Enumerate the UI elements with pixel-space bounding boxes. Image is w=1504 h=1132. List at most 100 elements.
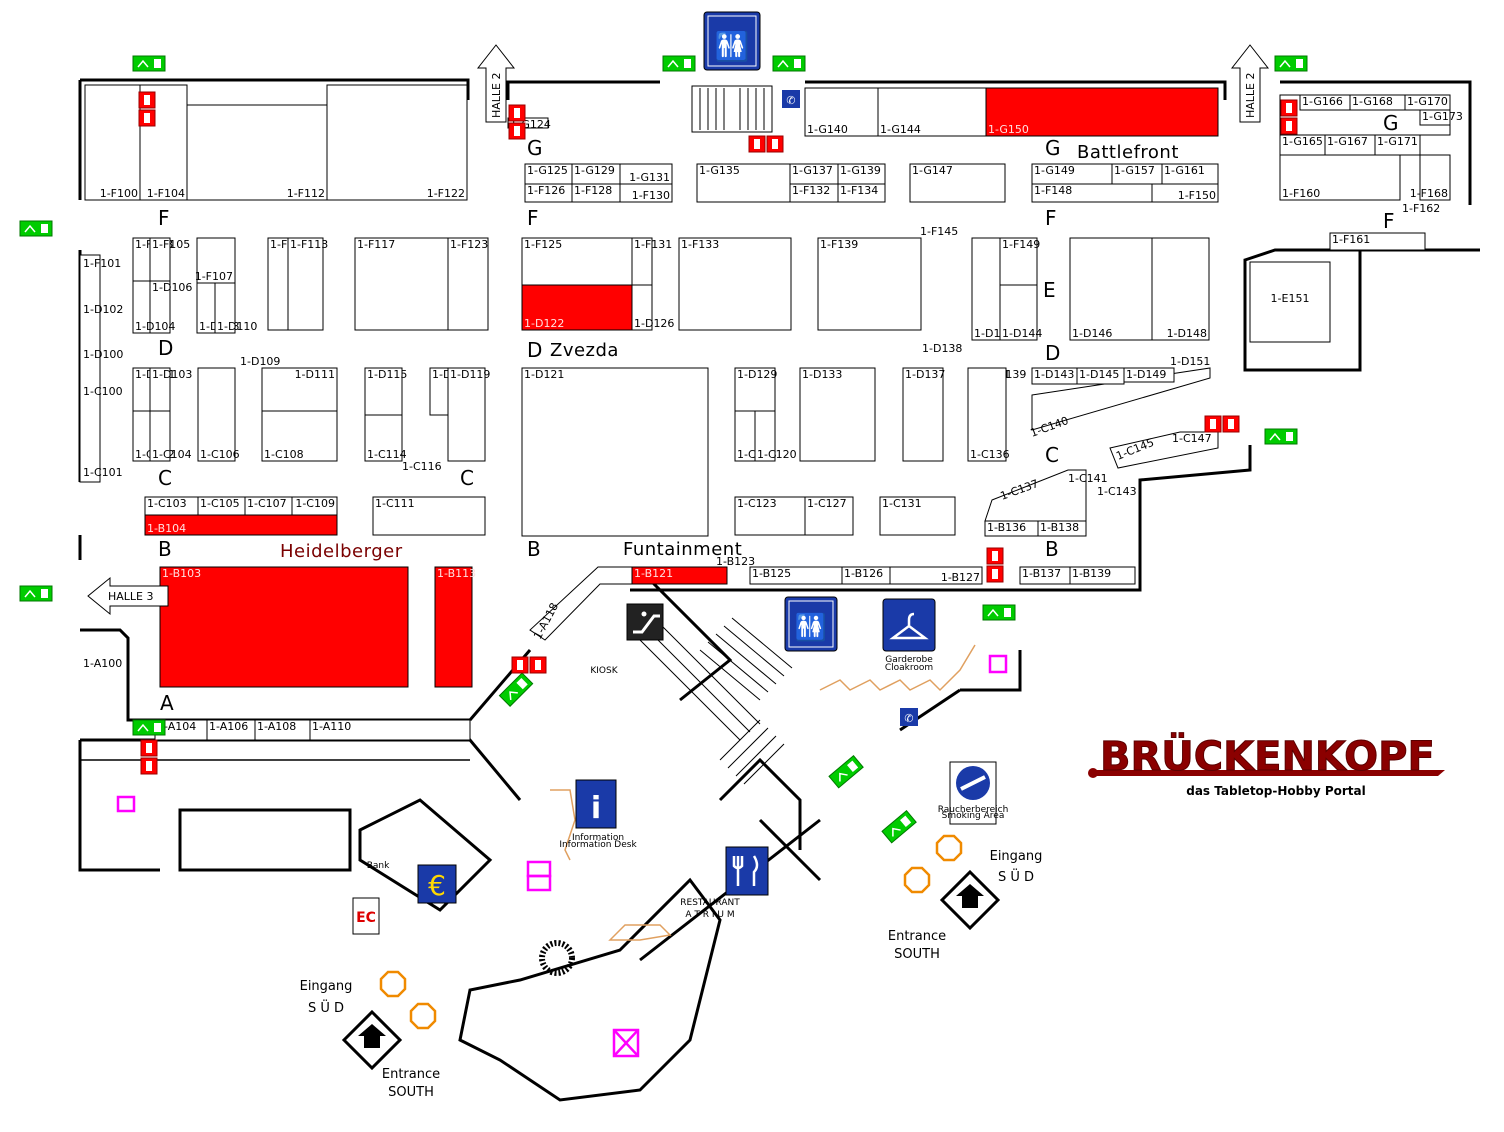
- entrance-label-en: Entrance: [382, 1067, 440, 1082]
- entrance-arrow-icon: [939, 869, 1001, 931]
- booth-1-f122[interactable]: [326, 84, 468, 201]
- booth-1-c120[interactable]: [754, 410, 776, 462]
- booth-1-f100[interactable]: [84, 84, 141, 201]
- booth-1-b103[interactable]: [159, 566, 409, 688]
- booth-1-d121[interactable]: [521, 367, 709, 537]
- booth-label: 1-B139: [1072, 567, 1111, 580]
- booth-1-c114[interactable]: [364, 414, 403, 462]
- booth-1-d133[interactable]: [799, 367, 876, 462]
- booth-label: 1-F130: [632, 189, 670, 202]
- row-letter-e: E: [1043, 278, 1056, 302]
- booth-1-f123[interactable]: [447, 237, 489, 331]
- booth-1-d146[interactable]: [1069, 237, 1153, 341]
- booth-1-c131[interactable]: [879, 496, 956, 536]
- booth-1-d110[interactable]: [214, 282, 236, 334]
- booth-label: 1-C147: [1172, 432, 1212, 445]
- booth-1-d126[interactable]: [631, 284, 653, 331]
- booth-label: 1-F122: [427, 187, 465, 200]
- booth-1-f107[interactable]: [196, 237, 236, 284]
- booth-1-f168[interactable]: [1419, 154, 1451, 201]
- fire-extinguisher-icon: [1280, 99, 1298, 117]
- halle-2-arrow-right[interactable]: HALLE 2: [1230, 44, 1270, 123]
- booth-1-d129[interactable]: [734, 367, 776, 412]
- booth-1-g173[interactable]: [1419, 109, 1451, 126]
- booth-1-b139[interactable]: [1069, 566, 1136, 585]
- booth-1-f149[interactable]: [999, 237, 1038, 286]
- booth-1-c108[interactable]: [261, 410, 338, 462]
- booth-1-g135[interactable]: [696, 163, 791, 203]
- fire-extinguisher-icon: [511, 656, 529, 674]
- booth-1-g147[interactable]: [909, 163, 1006, 203]
- booth-1-b121[interactable]: [631, 566, 728, 585]
- booth-label: 1-C111: [375, 497, 415, 510]
- booth-1-g124[interactable]: [507, 117, 549, 129]
- booth-1-d140[interactable]: [971, 237, 1001, 341]
- halle-3-arrow[interactable]: HALLE 3: [87, 576, 169, 616]
- booth-label: 1-D115: [367, 368, 407, 381]
- booth-1-f139[interactable]: [817, 237, 922, 331]
- booth-label: 1-G139: [840, 164, 881, 177]
- booth-1-e151[interactable]: [1249, 261, 1331, 343]
- booth-label: 1-C100: [83, 385, 123, 398]
- booth-1-b104[interactable]: [144, 514, 338, 536]
- booth-1-g144[interactable]: [877, 87, 987, 137]
- booth-1-d111[interactable]: [261, 367, 338, 412]
- booth-label: 1-G144: [880, 123, 921, 136]
- booth-1-b138[interactable]: [1037, 520, 1087, 537]
- booth-label: 1-G157: [1114, 164, 1155, 177]
- row-letter-g: G: [1045, 136, 1061, 160]
- booth-label: 1-B123: [716, 555, 755, 568]
- fire-extinguisher-icon: [508, 122, 526, 140]
- booth-1-c111[interactable]: [372, 496, 486, 536]
- booth-1-f111[interactable]: [267, 237, 289, 331]
- svg-text:✆: ✆: [904, 712, 913, 725]
- booth-label: 1-F105: [152, 238, 190, 251]
- booth-1-f160[interactable]: [1279, 154, 1401, 201]
- booth-1-d149[interactable]: [1123, 367, 1175, 383]
- booth-label: 1-C114: [367, 448, 407, 461]
- booth-1-f134[interactable]: [837, 183, 886, 203]
- booth-label: 1-A108: [257, 720, 296, 733]
- booth-1-c127[interactable]: [804, 496, 854, 536]
- emergency-exit-icon: [132, 55, 166, 72]
- entrance-label-de-sub: S Ü D: [998, 868, 1034, 885]
- booth-1-a110[interactable]: [309, 719, 471, 741]
- bank-label: Bank: [367, 861, 390, 871]
- booth-1-g150[interactable]: [985, 87, 1219, 137]
- booth-1-f133[interactable]: [678, 237, 792, 331]
- booth-label: 1-F139: [820, 238, 858, 251]
- booth-label: 1-F126: [527, 184, 565, 197]
- booth-label: 1-C127: [807, 497, 847, 510]
- booth-1-f117[interactable]: [354, 237, 449, 331]
- booth-label: 1-B127: [941, 571, 980, 584]
- booth-label: 1-F132: [792, 184, 830, 197]
- booth-1-f113[interactable]: [287, 237, 324, 331]
- booth-1-d115[interactable]: [364, 367, 403, 416]
- svg-text:EC: EC: [356, 910, 376, 926]
- booth-1-c136[interactable]: [967, 367, 1007, 462]
- booth-label: 1-C131: [882, 497, 922, 510]
- booth-label: 1-B125: [752, 567, 791, 580]
- halle-2-arrow-left[interactable]: HALLE 2: [476, 44, 516, 123]
- booth-1-c123[interactable]: [734, 496, 806, 536]
- booth-1-d137[interactable]: [902, 367, 944, 462]
- booth-label: 1-F112: [287, 187, 325, 200]
- svg-text:🚻: 🚻: [715, 30, 750, 63]
- booth-1-f150[interactable]: [1151, 183, 1219, 203]
- booth-1-b113[interactable]: [434, 566, 473, 688]
- booth-1-f161[interactable]: [1329, 232, 1426, 251]
- booth-label: 1-C141: [1068, 472, 1108, 485]
- booth-1-d119[interactable]: [447, 367, 486, 462]
- booth-1-c104[interactable]: [149, 410, 171, 462]
- booth-1-f130[interactable]: [619, 183, 673, 203]
- booth-label: 1-A100: [83, 657, 122, 670]
- booth-1-c106[interactable]: [197, 367, 236, 462]
- emergency-exit-icon: [132, 719, 166, 736]
- booth-1-f112[interactable]: [186, 104, 328, 201]
- booth-1-d148[interactable]: [1151, 237, 1210, 341]
- booth-1-b127[interactable]: [889, 566, 983, 585]
- booth-label: 1-D145: [1079, 368, 1119, 381]
- booth-1-d104[interactable]: [132, 280, 151, 334]
- booth-1-d144[interactable]: [999, 284, 1038, 341]
- booth-1-g140[interactable]: [804, 87, 879, 137]
